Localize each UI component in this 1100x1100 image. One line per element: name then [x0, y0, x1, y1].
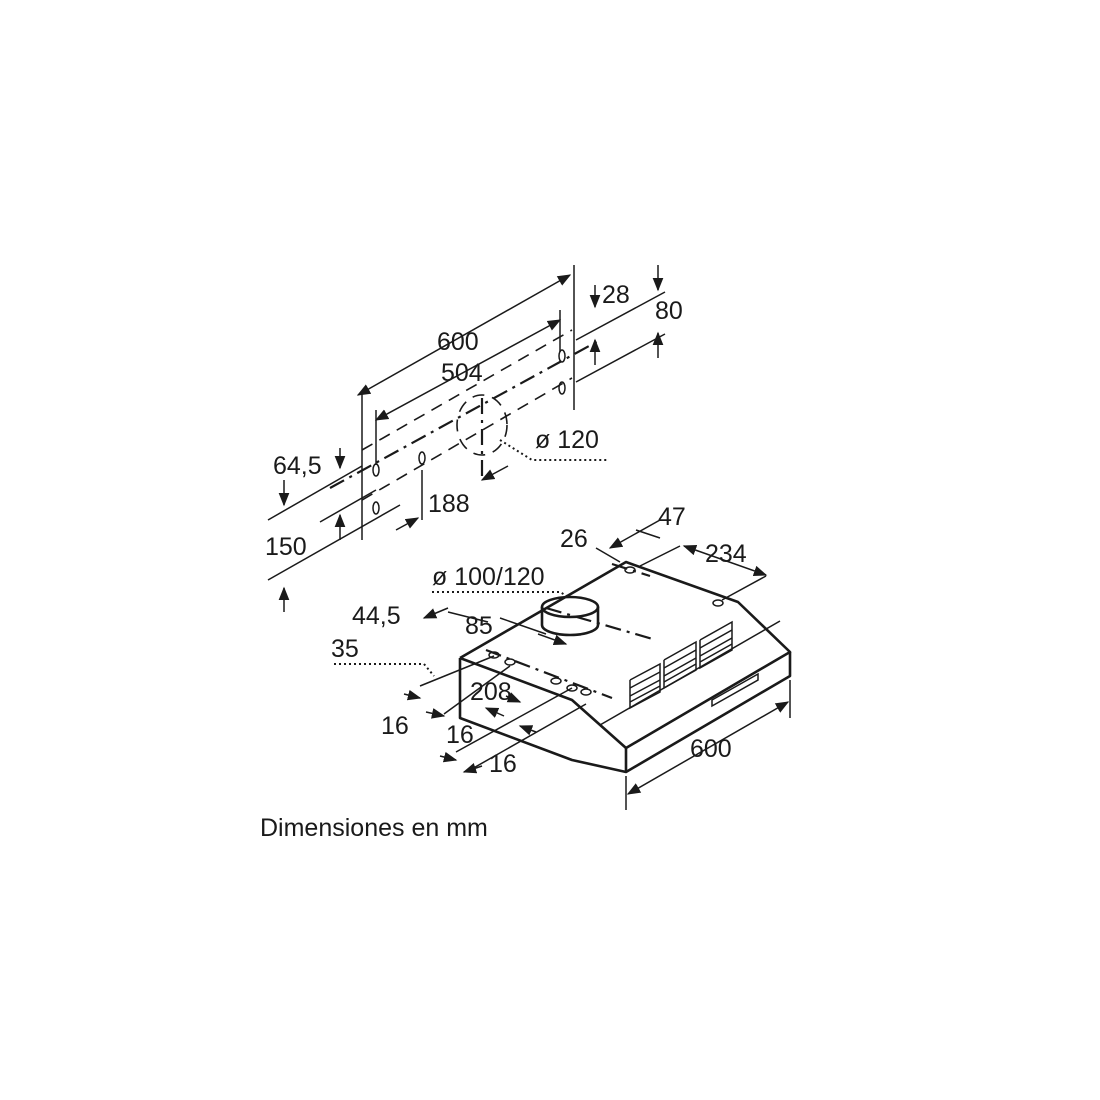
label-28: 28: [602, 281, 630, 309]
label-504: 504: [441, 359, 483, 387]
hole-center: [418, 451, 426, 465]
arrow-side-3: [439, 751, 458, 763]
duct-centerline-h: [545, 606, 657, 642]
ext-side-4: [469, 703, 587, 771]
ext-left-2: [267, 504, 401, 581]
hood-dimensions: [334, 519, 791, 810]
dim-26: [608, 519, 661, 549]
label-47: 47: [658, 503, 686, 531]
label-16-b: 16: [446, 721, 474, 749]
ext-side-1: [419, 655, 495, 687]
hood-hole-rear-2: [712, 599, 724, 607]
hood-outline-front: [458, 652, 792, 774]
ext-234-left: [639, 545, 681, 567]
arrow-85: [537, 633, 568, 645]
rear-centerline: [611, 562, 651, 578]
ext-85: [499, 617, 547, 635]
ext-side-2: [443, 665, 511, 715]
label-188: 188: [428, 490, 470, 518]
dim-504: [374, 319, 562, 421]
ext-side-3: [455, 687, 573, 753]
label-150: 150: [265, 533, 307, 561]
ext-28-top: [575, 291, 666, 341]
hood-hole-2: [504, 658, 516, 666]
edge-35-leader: [334, 663, 435, 677]
ext-47: [635, 529, 661, 539]
arrow-side-1: [403, 689, 422, 701]
caption: Dimensiones en mm: [260, 814, 488, 842]
duct-outlet-body: [540, 607, 600, 637]
ext-28-bottom: [575, 333, 666, 383]
light-strip: [711, 672, 759, 708]
hood-panel-edge: [625, 651, 791, 749]
ext-44-5: [447, 611, 489, 623]
label-600-top: 600: [437, 328, 479, 356]
label-85: 85: [465, 612, 493, 640]
arrow-208-mid: [505, 692, 522, 703]
ext-left-1: [267, 465, 363, 521]
label-16-a: 16: [381, 712, 409, 740]
hood-hole-5: [580, 688, 592, 696]
label-outlet-diameter: ø 100/120: [432, 563, 545, 591]
label-35: 35: [331, 635, 359, 663]
label-26: 26: [560, 525, 588, 553]
hood-slope-line: [571, 699, 627, 749]
outlet-leader: [432, 591, 571, 599]
dim-600-width: [626, 701, 790, 795]
hood-bottom-line: [459, 717, 573, 761]
label-208: 208: [470, 678, 512, 706]
hood-hole-3: [550, 677, 562, 685]
label-234: 234: [705, 540, 747, 568]
arrow-188-left: [395, 517, 420, 531]
hood-hole-rear-1: [624, 566, 636, 574]
arrow-side-2: [425, 708, 446, 719]
label-duct-120: ø 120: [535, 426, 599, 454]
label-80: 80: [655, 297, 683, 325]
arrow-44-5: [422, 607, 449, 619]
arrow-16-b: [518, 725, 537, 736]
arrow-208-left: [484, 707, 505, 718]
holes-centerline: [485, 648, 613, 700]
filter-grilles: [629, 620, 733, 710]
label-600-width: 600: [690, 735, 732, 763]
ext-234-right: [721, 575, 767, 601]
hole-left-bottom: [372, 501, 380, 515]
ext-26: [595, 547, 621, 563]
label-16-c: 16: [489, 750, 517, 778]
hood-hole-4: [566, 684, 578, 692]
arrow-188-right: [480, 465, 509, 481]
dim-234: [682, 544, 768, 577]
ext-left-3: [319, 489, 377, 523]
mounting-template: [267, 265, 666, 612]
label-44-5: 44,5: [352, 602, 401, 630]
label-64-5: 64,5: [273, 452, 322, 480]
hole-left-top: [372, 463, 380, 477]
